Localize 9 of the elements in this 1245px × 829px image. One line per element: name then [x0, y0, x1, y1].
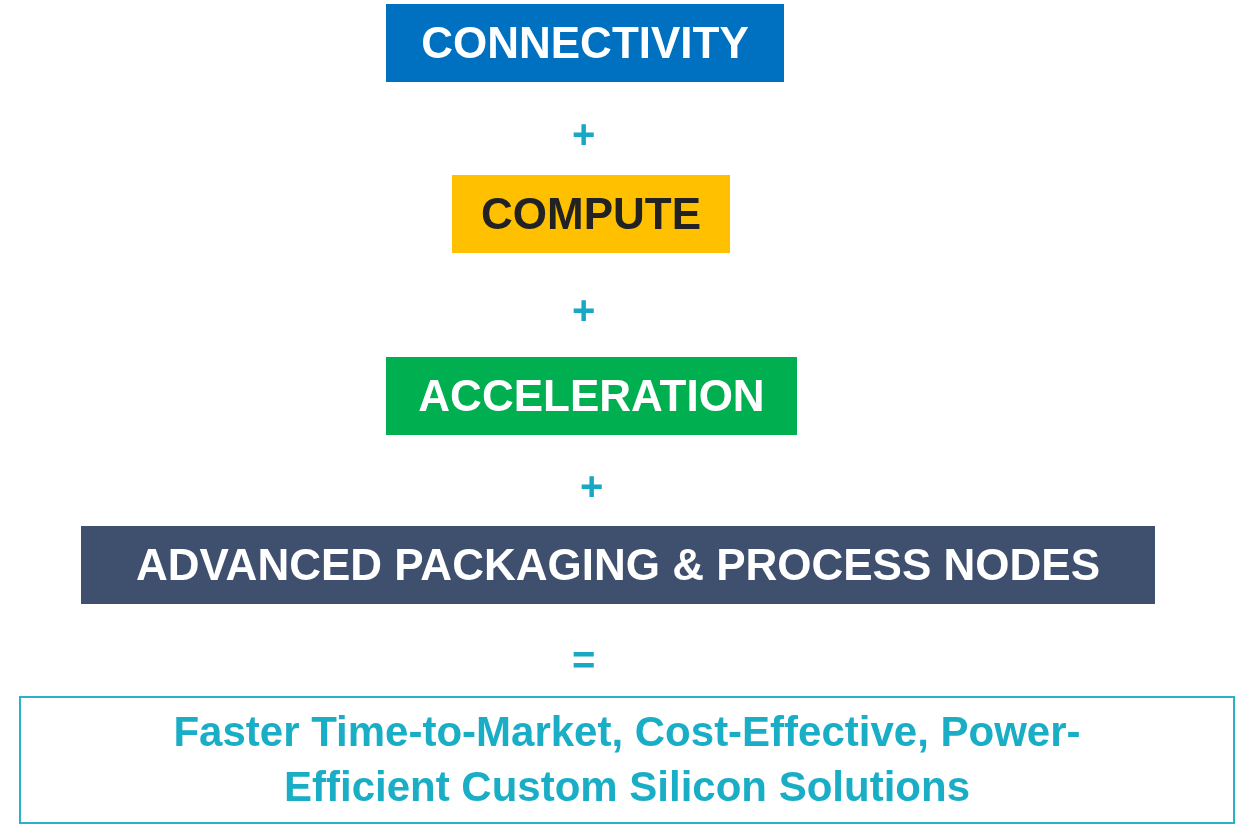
operator-sign: + — [572, 290, 596, 330]
result-box: Faster Time-to-Market, Cost-Effective, Power-Efficient Custom Silicon Solutions — [19, 696, 1235, 824]
label-box: COMPUTE — [452, 175, 730, 253]
operator-sign: = — [572, 640, 596, 680]
label-box: ADVANCED PACKAGING & PROCESS NODES — [81, 526, 1155, 604]
label-box: CONNECTIVITY — [386, 4, 784, 82]
operator-sign: + — [580, 466, 604, 506]
operator-sign: + — [572, 114, 596, 154]
label-box: ACCELERATION — [386, 357, 797, 435]
